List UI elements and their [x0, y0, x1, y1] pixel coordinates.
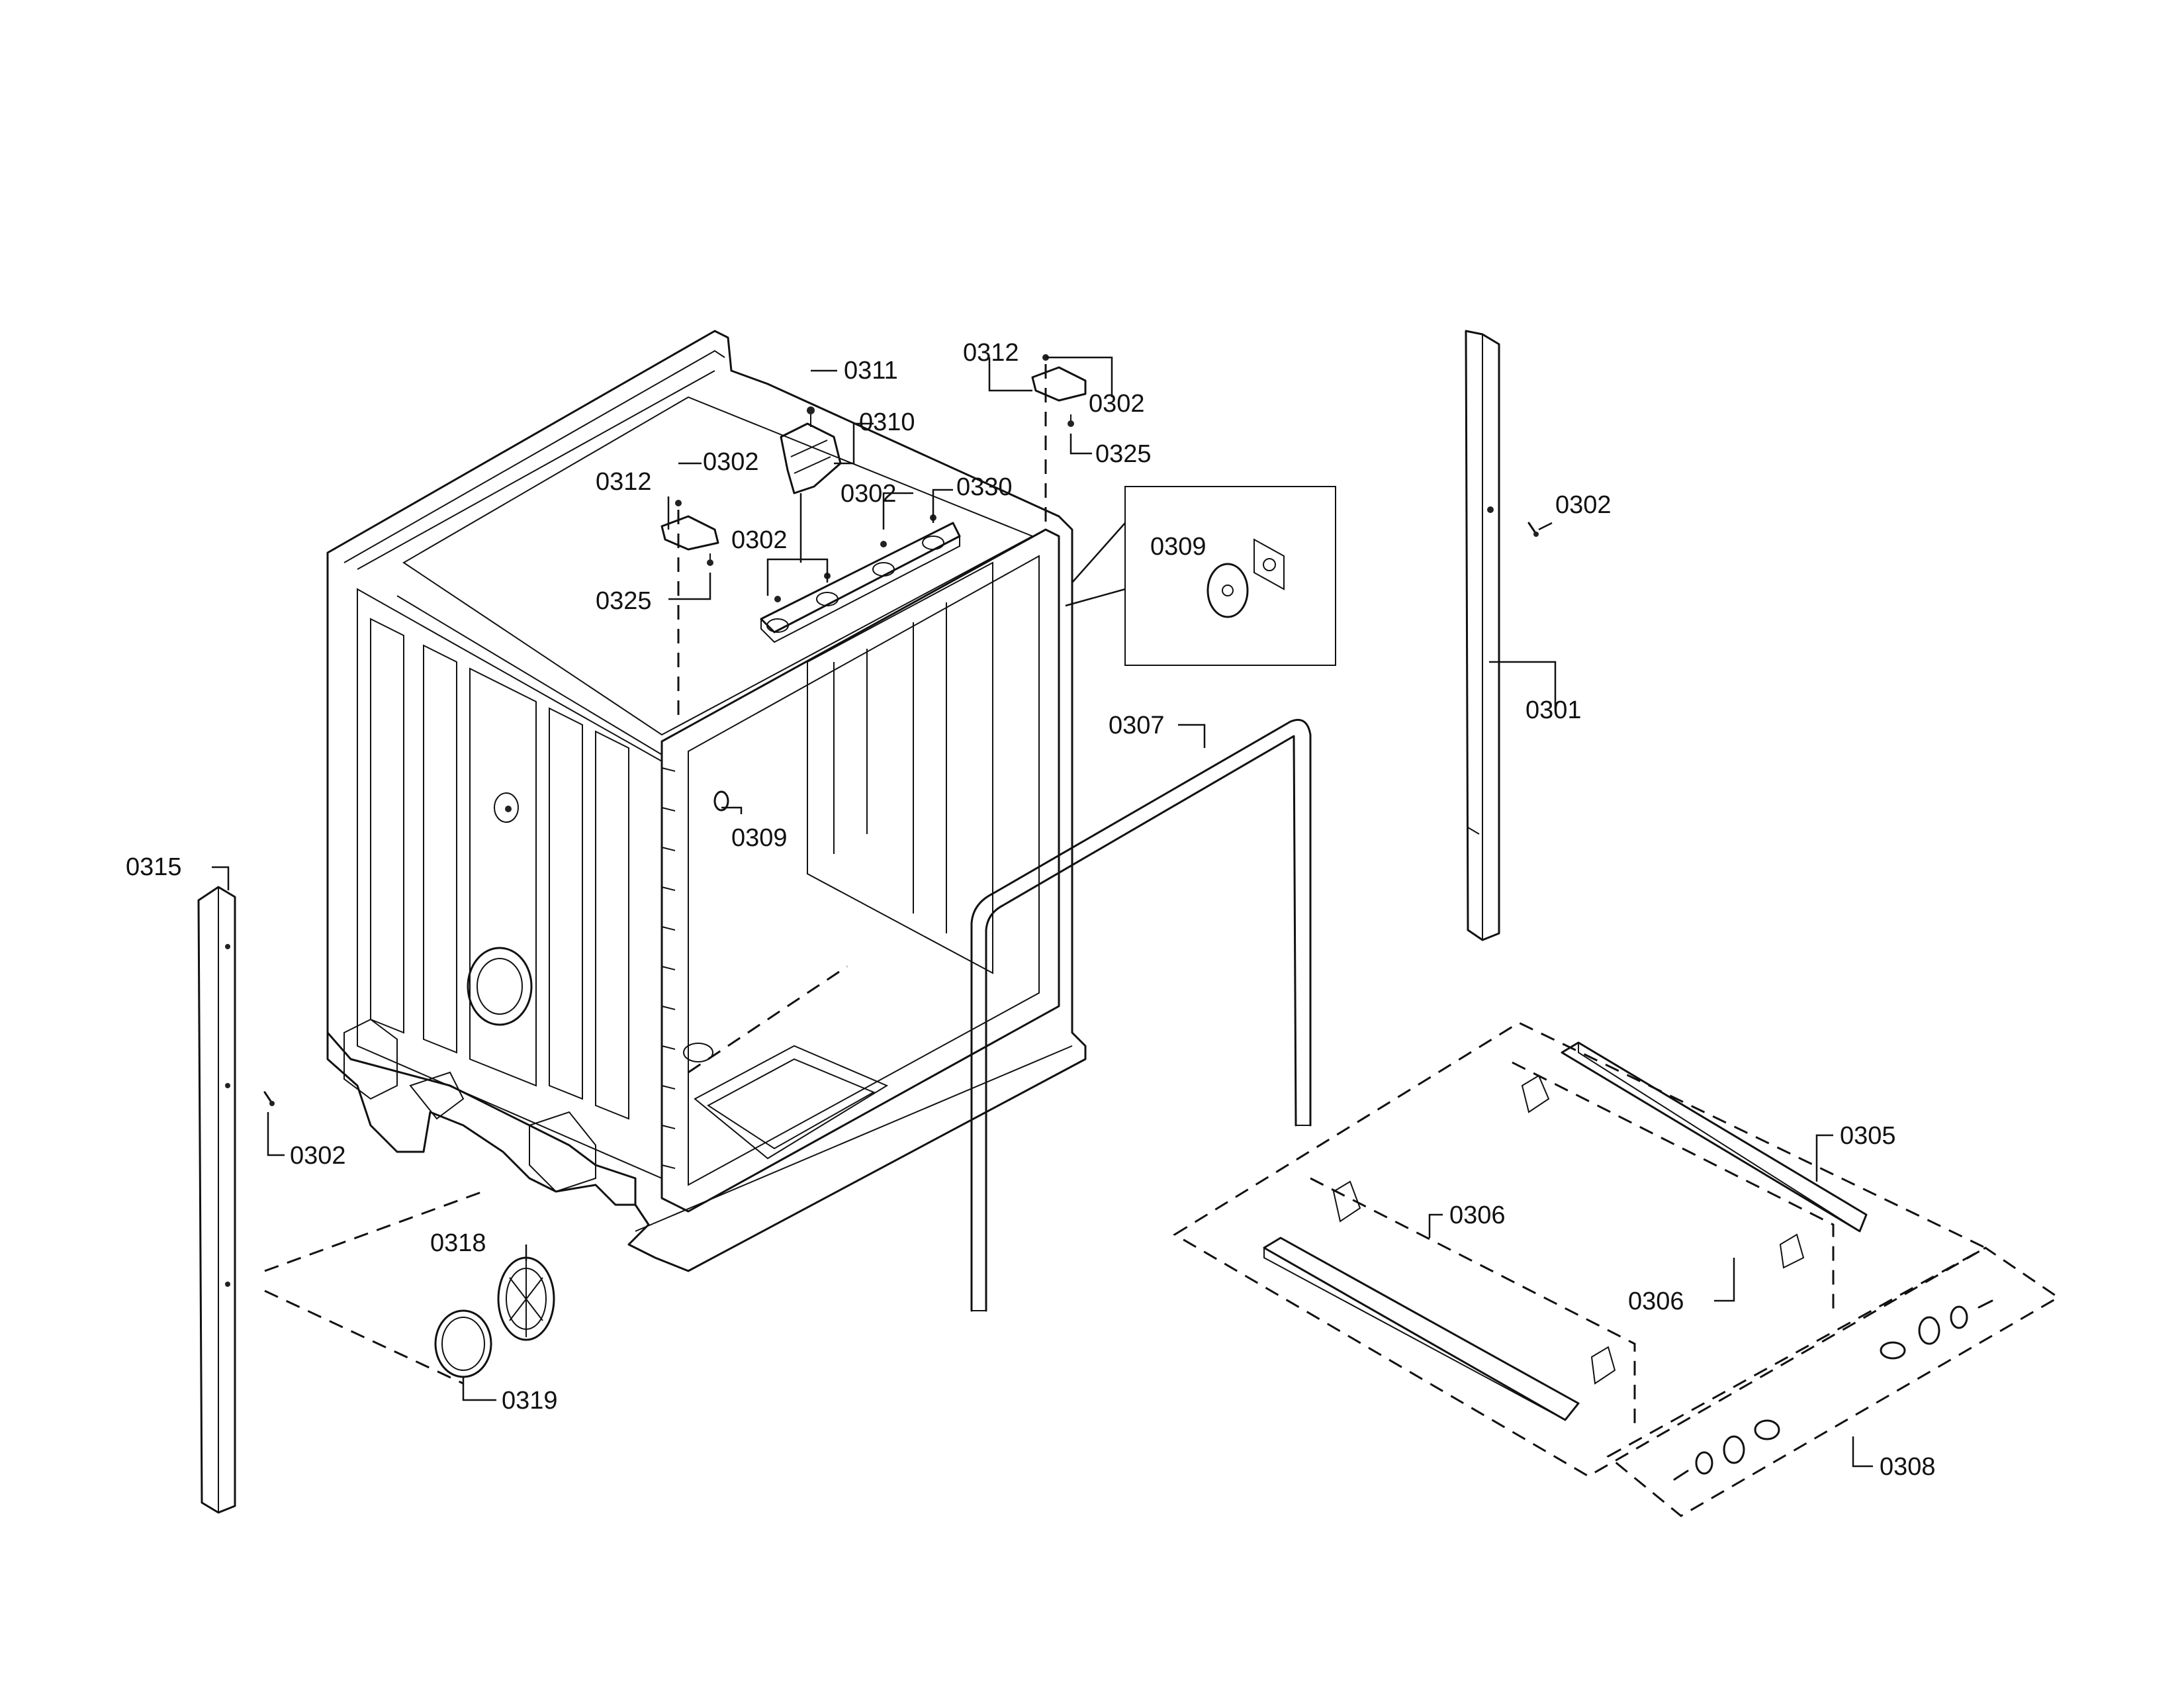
part-0318-fan — [497, 1256, 555, 1341]
part-0307-gasket — [970, 719, 1312, 1312]
callout-0309-detail: 0309 — [1150, 533, 1206, 561]
callout-0305: 0305 — [1840, 1122, 1896, 1150]
detail-box-0309 — [1065, 486, 1336, 666]
part-0302-screw-left — [263, 1091, 275, 1106]
dishwasher-tub — [326, 330, 1087, 1272]
part-0319-ring — [434, 1309, 492, 1378]
part-0330-plate — [760, 514, 961, 643]
callout-0312-right: 0312 — [963, 339, 1019, 367]
callout-0312-left: 0312 — [596, 468, 652, 496]
callout-0308: 0308 — [1880, 1453, 1936, 1481]
callout-0302-right: 0302 — [1555, 491, 1612, 519]
callout-0302-topB: 0302 — [703, 448, 759, 476]
callout-0315: 0315 — [126, 853, 182, 881]
part-0310-bracket — [780, 406, 842, 494]
callout-0306-b: 0306 — [1628, 1288, 1684, 1315]
part-0309-plug — [713, 790, 729, 812]
callout-0309-tub: 0309 — [731, 824, 788, 852]
part-0315-side-trim — [197, 886, 236, 1514]
part-0312-bracket-right — [1031, 354, 1087, 427]
callout-0302-mid1: 0302 — [841, 480, 897, 508]
callout-0307: 0307 — [1109, 712, 1165, 739]
callout-0301: 0301 — [1525, 696, 1582, 724]
callout-0311: 0311 — [844, 357, 898, 385]
callout-0319: 0319 — [502, 1387, 558, 1415]
callout-0302-mid2: 0302 — [731, 526, 788, 554]
callout-0302-topA: 0302 — [1089, 390, 1145, 418]
callout-0325-left: 0325 — [596, 587, 652, 615]
callout-0310: 0310 — [859, 408, 915, 436]
callout-0306-a: 0306 — [1449, 1201, 1506, 1229]
part-0312-bracket-left — [660, 500, 719, 566]
explode-line-floor — [688, 965, 848, 1074]
callout-0302-left: 0302 — [290, 1142, 346, 1170]
callout-0330: 0330 — [956, 473, 1013, 501]
explode-line-0318 — [264, 1190, 484, 1385]
callout-0318: 0318 — [430, 1229, 486, 1257]
callout-labels: 0311 0310 0312 0302 0325 0302 0312 0325 … — [126, 339, 1936, 1481]
callout-0325-right: 0325 — [1095, 440, 1152, 468]
leader-lines — [212, 356, 1873, 1468]
rail-kit — [1173, 1021, 2060, 1517]
part-0301-side-trim — [1465, 330, 1500, 941]
part-0302-screw-right — [1527, 522, 1539, 537]
